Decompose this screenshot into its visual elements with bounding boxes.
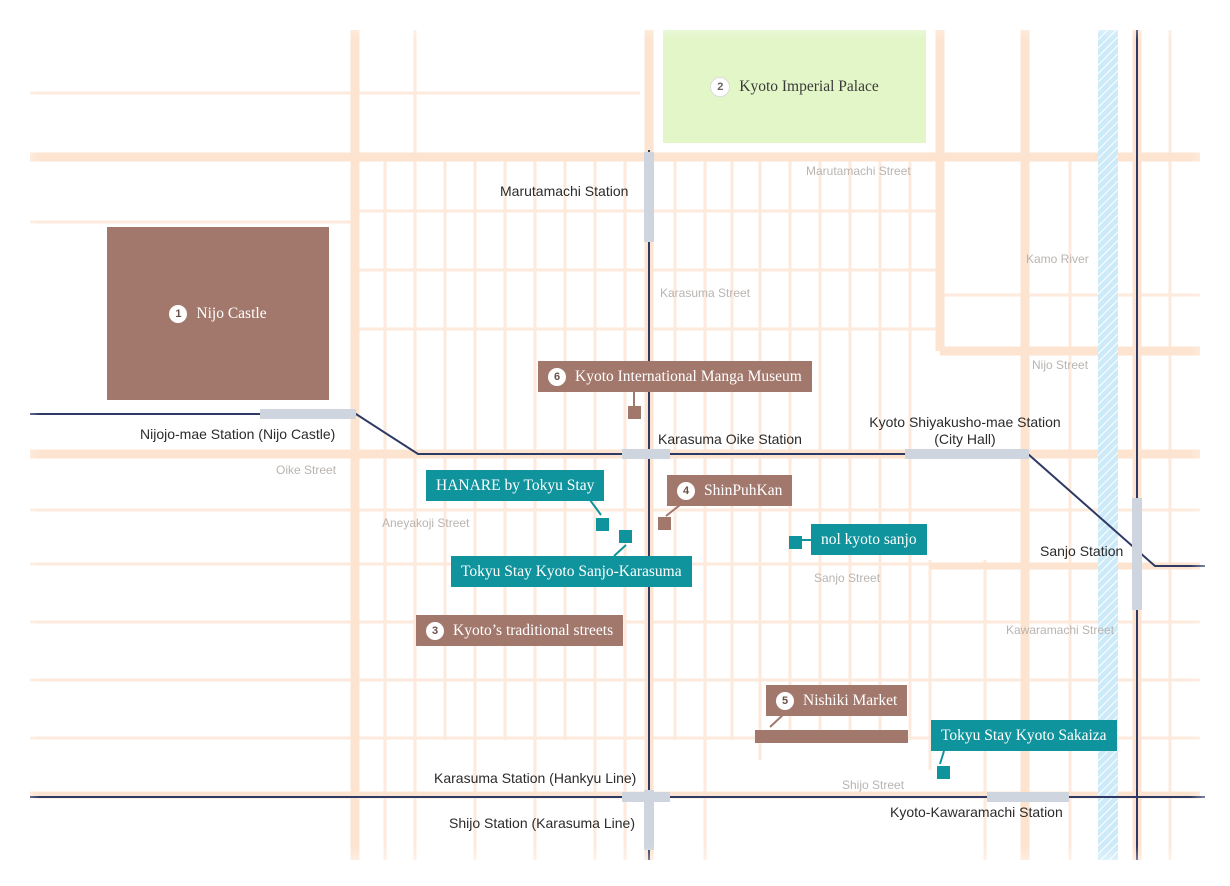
hotel-callout-sanjo-karasuma[interactable]: Tokyu Stay Kyoto Sanjo-Karasuma: [451, 556, 692, 587]
location-marker-hanare[interactable]: [596, 518, 609, 531]
attraction-callout-manga-museum[interactable]: 6 Kyoto International Manga Museum: [538, 361, 812, 392]
station-label-shijo[interactable]: Shijo Station (Karasuma Line): [449, 815, 635, 831]
attraction-callout-shinpuhkan[interactable]: 4 ShinPuhKan: [667, 475, 793, 506]
hotel-callout-sakaiza[interactable]: Tokyu Stay Kyoto Sakaiza: [931, 720, 1117, 751]
street-label-aneyakoji: Aneyakoji Street: [382, 516, 470, 530]
attraction-name: Kyoto’s traditional streets: [453, 621, 614, 639]
attraction-number: 2: [710, 76, 731, 97]
location-marker-shinpuhkan[interactable]: [658, 517, 671, 530]
station-label-marutamachi[interactable]: Marutamachi Station: [500, 183, 629, 199]
hotel-callout-nol-kyoto-sanjo[interactable]: nol kyoto sanjo: [811, 524, 927, 555]
location-marker-nol-kyoto-sanjo[interactable]: [789, 536, 802, 549]
kamo-river: [1098, 30, 1118, 860]
station-label-karasuma-oike[interactable]: Karasuma Oike Station: [658, 431, 802, 447]
location-marker-sanjo-karasuma[interactable]: [619, 530, 632, 543]
street-label-marutamachi: Marutamachi Street: [806, 164, 911, 178]
attraction-name: ShinPuhKan: [704, 481, 783, 499]
map-edge-fade: [0, 0, 1230, 40]
attraction-number: 6: [548, 367, 566, 386]
street-label-shijo: Shijo Street: [842, 778, 905, 792]
attraction-callout-nishiki-market[interactable]: 5 Nishiki Market: [766, 685, 908, 716]
station-label-kyoto-shiyakusho-mae[interactable]: Kyoto Shiyakusho-mae Station (City Hall): [855, 414, 1075, 448]
street-label-nijo: Nijo Street: [1032, 358, 1089, 372]
station-label-line: (City Hall): [934, 431, 996, 447]
street-label-sanjo: Sanjo Street: [814, 571, 881, 585]
attraction-number: 1: [169, 304, 188, 323]
attraction-name: Kyoto Imperial Palace: [739, 77, 879, 95]
kyoto-imperial-palace-area[interactable]: 2 Kyoto Imperial Palace: [663, 30, 926, 143]
river-label-kamo: Kamo River: [1026, 252, 1089, 266]
hotel-callout-hanare[interactable]: HANARE by Tokyu Stay: [426, 470, 605, 501]
attraction-callout-traditional-streets[interactable]: 3 Kyoto’s traditional streets: [416, 615, 624, 646]
station-label-nijojo-mae[interactable]: Nijojo-mae Station (Nijo Castle): [140, 426, 336, 442]
street-label-karasuma: Karasuma Street: [660, 286, 751, 300]
street-label-oike: Oike Street: [276, 463, 337, 477]
attraction-name: Nijo Castle: [196, 304, 267, 322]
map-edge-fade: [0, 846, 1230, 886]
attraction-name: Nishiki Market: [803, 691, 898, 709]
attraction-number: 3: [426, 621, 444, 640]
map-edge-fade: [0, 0, 40, 886]
station-label-line: Kyoto Shiyakusho-mae Station: [869, 414, 1061, 430]
location-marker-sakaiza[interactable]: [937, 766, 950, 779]
attraction-number: 5: [776, 691, 794, 710]
street-label-kawaramachi: Kawaramachi Street: [1006, 623, 1115, 637]
station-label-kyoto-kawaramachi[interactable]: Kyoto-Kawaramachi Station: [890, 804, 1063, 820]
map-edge-fade: [1190, 0, 1230, 886]
nijo-castle-area[interactable]: 1 Nijo Castle: [107, 227, 329, 400]
station-label-sanjo[interactable]: Sanjo Station: [1040, 543, 1124, 559]
attraction-name: Kyoto International Manga Museum: [575, 367, 802, 385]
nishiki-market-strip: [755, 730, 908, 743]
station-label-karasuma-hankyu[interactable]: Karasuma Station (Hankyu Line): [434, 770, 637, 786]
location-marker-manga-museum[interactable]: [628, 406, 641, 419]
attraction-number: 4: [677, 481, 695, 500]
station-platforms: [260, 152, 1142, 850]
